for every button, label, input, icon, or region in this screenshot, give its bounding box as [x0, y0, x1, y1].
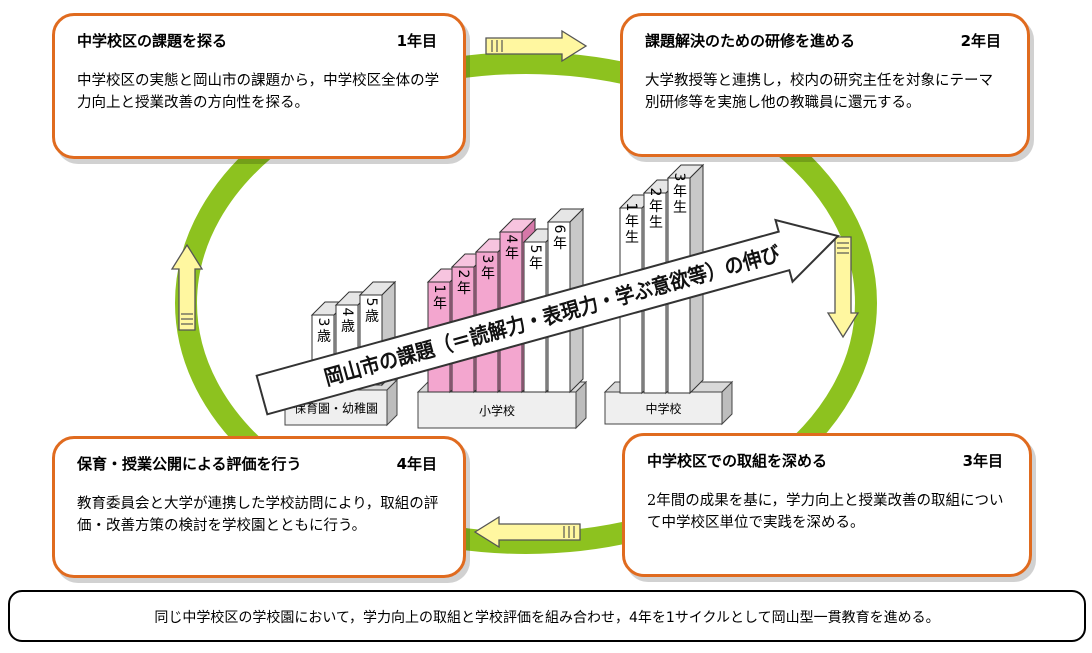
- book-label: 2年生: [647, 188, 663, 231]
- book-label: 4歳: [339, 308, 355, 335]
- book-label: 3年: [479, 255, 495, 282]
- book-label: 5歳: [363, 298, 379, 325]
- stage-year: 1年目: [396, 32, 437, 50]
- cycle-arrow-left: [473, 515, 581, 549]
- stage-card-year3: 中学校区での取組を深める 3年目 2年間の成果を基に，学力向上と授業改善の取組に…: [622, 433, 1032, 577]
- school-label: 小学校: [479, 403, 515, 418]
- book-label: 5年: [527, 245, 543, 272]
- stage-description: 2年間の成果を基に，学力向上と授業改善の取組について中学校区単位で実践を深める。: [647, 493, 1004, 531]
- summary-text: 同じ中学校区の学校園において，学力向上の取組と学校評価を組み合わせ，4年を1サイ…: [154, 610, 940, 626]
- summary-box: 同じ中学校区の学校園において，学力向上の取組と学校評価を組み合わせ，4年を1サイ…: [8, 590, 1086, 642]
- book-label: 6年: [551, 225, 567, 252]
- stage-card-year2: 課題解決のための研修を進める 2年目 大学教授等と連携し，校内の研究主任を対象に…: [620, 13, 1030, 157]
- stage-title: 中学校区での取組を深める: [647, 452, 828, 470]
- book-label: 2年: [455, 270, 471, 297]
- stage-card-year1: 中学校区の課題を探る 1年目 中学校区の実態と岡山市の課題から，中学校区全体の学…: [52, 13, 466, 159]
- stage-description: 中学校区の実態と岡山市の課題から，中学校区全体の学力向上と授業改善の方向性を探る…: [77, 73, 440, 111]
- stage-title: 課題解決のための研修を進める: [645, 32, 856, 50]
- book-label: 4年: [503, 235, 519, 262]
- book-label: 3歳: [315, 318, 331, 345]
- stage-year: 2年目: [960, 32, 1001, 50]
- stage-year: 4年目: [396, 455, 437, 473]
- book-label: 3年生: [671, 173, 687, 216]
- school-label: 中学校: [645, 401, 681, 416]
- stage-card-year4: 保育・授業公開による評価を行う 4年目 教育委員会と大学が連携した学校訪問により…: [52, 436, 466, 578]
- stage-title: 保育・授業公開による評価を行う: [77, 455, 302, 473]
- school-label: 保育園・幼稚園: [294, 401, 378, 416]
- stage-title: 中学校区の課題を探る: [77, 32, 228, 50]
- stage-description: 教育委員会と大学が連携した学校訪問により，取組の評価・改善方策の検討を学校園とと…: [77, 496, 439, 534]
- cycle-arrow-right: [485, 29, 588, 63]
- book-label: 1年: [431, 285, 447, 312]
- cycle-arrow-down: [826, 236, 860, 339]
- stage-year: 3年目: [962, 452, 1003, 470]
- stage-description: 大学教授等と連携し，校内の研究主任を対象にテーマ別研修等を実施し他の教職員に還元…: [645, 73, 993, 111]
- cycle-diagram: 保育園・幼稚園 小学校 中学校 3歳 4歳 5歳 1年 2年 3年 4年 5年 6年 1年生 2年生 3年…: [170, 29, 877, 554]
- book-label: 1年生: [623, 203, 639, 246]
- cycle-arrow-up: [170, 243, 204, 331]
